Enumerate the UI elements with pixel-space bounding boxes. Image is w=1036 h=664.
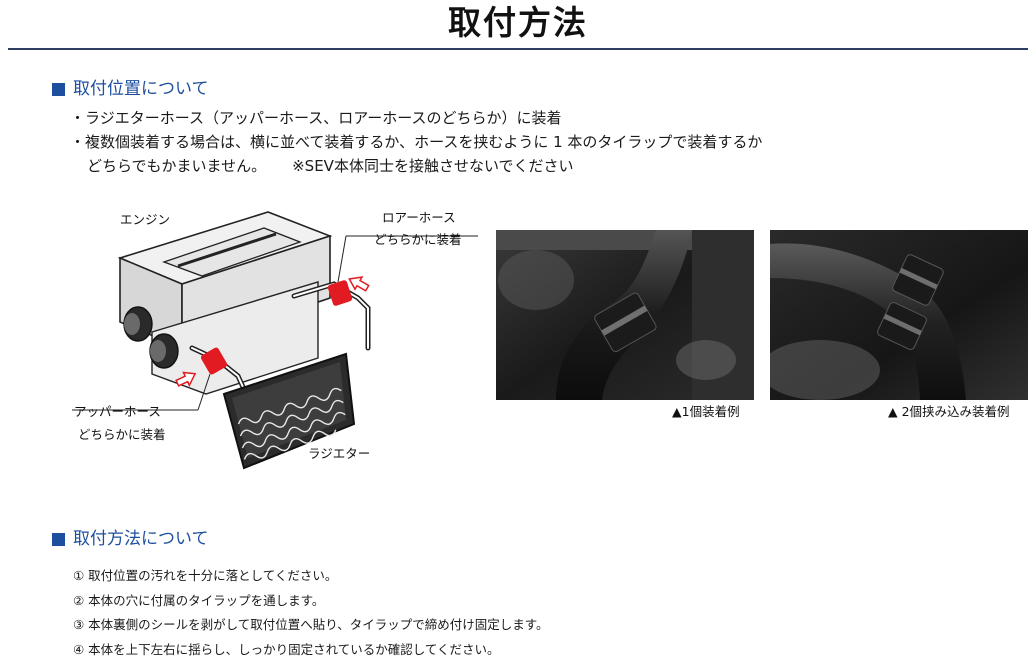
- section-heading-text: 取付方法について: [73, 529, 209, 549]
- step-item: ④ 本体を上下左右に揺らし、しっかり固定されているか確認してください。: [73, 641, 500, 657]
- bullet-item: ・ラジエターホース（アッパーホース、ロアーホースのどちらか）に装着: [70, 109, 562, 127]
- installation-steps: ① 取付位置の汚れを十分に落としてください。 ② 本体の穴に付属のタイラップを通…: [73, 564, 549, 662]
- leader-lower-diag: [337, 235, 347, 283]
- lower-hose-sub-label: どちらかに装着: [374, 232, 462, 247]
- page-title: 取付方法: [448, 3, 588, 42]
- photo-caption-double: ▲ 2個挟み込み装着例: [888, 404, 1010, 419]
- step-item: ③ 本体裏側のシールを剥がして取付位置へ貼り、タイラップで締め付け固定します。: [73, 617, 549, 632]
- lower-hose-label: ロアーホース: [382, 210, 456, 225]
- step-item: ① 取付位置の汚れを十分に落としてください。: [73, 568, 338, 583]
- sev-unit-lower: [877, 302, 927, 350]
- section-heading-method: 取付方法について: [52, 528, 209, 550]
- engine-cover-slot: [177, 232, 277, 268]
- engine-radiator-illustration: [72, 211, 478, 470]
- bullet-continuation: どちらでもかまいません。 ※SEV本体同士を接触させないでください: [70, 154, 762, 178]
- radiator-fins: [237, 387, 346, 460]
- bullet-item: ・複数個装着する場合は、横に並べて装着するか、ホースを挟むように 1 本のタイラ…: [70, 133, 763, 151]
- position-bullets: ・ラジエターホース（アッパーホース、ロアーホースのどちらか）に装着 ・複数個装着…: [70, 106, 762, 178]
- engine-lower-body: [151, 281, 319, 395]
- section-heading-position: 取付位置について: [52, 78, 209, 100]
- title-divider: [8, 48, 1028, 50]
- engine-label: エンジン: [120, 212, 171, 227]
- upper-hose-sub-label: どちらかに装着: [78, 427, 166, 442]
- leader-upper-diag: [197, 373, 211, 411]
- photo-caption-single: ▲1個装着例: [672, 404, 740, 419]
- radiator-label: ラジエター: [308, 446, 371, 461]
- section-heading-text: 取付位置について: [73, 79, 209, 99]
- sev-marker-upper: [200, 347, 228, 375]
- pulley-upper-face: [124, 313, 140, 335]
- installation-diagram: エンジン ロアーホース どちらかに装着 アッパーホース どちらかに装着 ラジエタ…: [68, 198, 488, 488]
- pulley-lower-face: [150, 340, 166, 362]
- sev-unit-upper: [892, 254, 944, 306]
- sev-unit: [594, 292, 657, 353]
- photo-single-install-image: [496, 230, 754, 400]
- step-item: ② 本体の穴に付属のタイラップを通します。: [73, 592, 325, 608]
- square-bullet-icon: [52, 532, 65, 546]
- photo-double-install: [770, 230, 1028, 400]
- square-bullet-icon: [52, 82, 65, 96]
- photo-double-install-image: [770, 230, 1028, 400]
- arrow-lower: [348, 276, 370, 292]
- sev-marker-lower: [327, 280, 353, 306]
- caution-note: ※SEV本体同士を接触させないでください: [292, 157, 574, 175]
- engine-cover: [162, 227, 302, 277]
- arrow-upper: [175, 371, 197, 387]
- photo-single-install: [496, 230, 754, 400]
- lower-hose-inner: [293, 282, 369, 349]
- bullet-continuation-text: どちらでもかまいません。: [87, 157, 267, 175]
- upper-hose-label: アッパーホース: [74, 404, 161, 419]
